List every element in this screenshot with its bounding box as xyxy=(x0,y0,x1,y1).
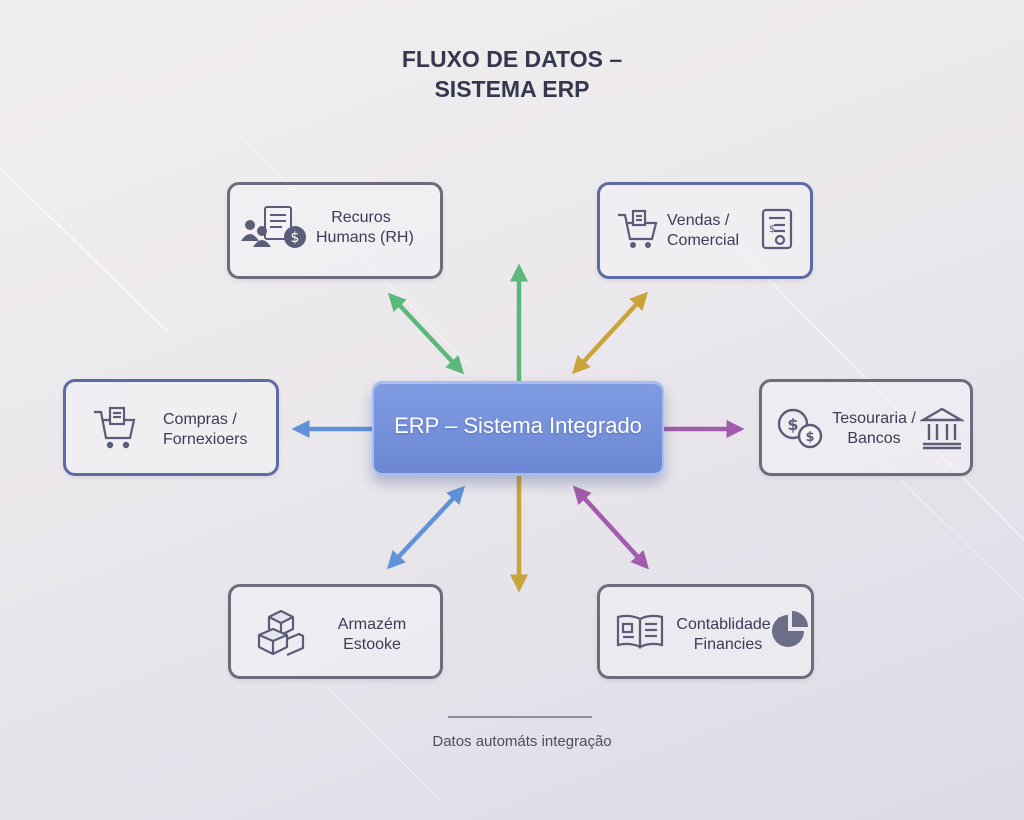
people-icon xyxy=(241,220,271,247)
label-line-2: Estooke xyxy=(343,636,401,653)
label-line-1: Armazém xyxy=(337,616,407,633)
node-contabilidade[interactable]: Contablidade / Financies xyxy=(597,584,814,679)
label-line-1: Vendas / xyxy=(667,212,730,229)
label-line-1: Recuros xyxy=(331,209,391,226)
node-tesouraria[interactable]: $ $ Tesouraria / Bancos xyxy=(759,379,973,476)
label-line-2: Bancos xyxy=(847,430,901,447)
title-line-2: SISTEMA ERP xyxy=(434,76,590,102)
hr-icon-group: $ xyxy=(241,206,306,248)
node-vendas-comercial[interactable]: Vendas / Comercial $ xyxy=(597,182,813,279)
ledger-book-icon xyxy=(616,614,664,649)
node-armazem[interactable]: Armazém Estooke xyxy=(228,584,443,679)
arrow-contabilidade xyxy=(572,485,650,570)
arrow-armazem xyxy=(386,485,466,570)
svg-text:$: $ xyxy=(787,415,798,434)
node-label: Tesouraria / Bancos xyxy=(826,409,922,449)
title-line-1: FLUXO DE DATOS – xyxy=(401,46,623,72)
node-label: Contablidade / Financies xyxy=(668,615,788,655)
erp-hub[interactable]: ERP – Sistema Integrado xyxy=(372,381,664,475)
certificate-icon: $ xyxy=(761,208,793,250)
node-compras[interactable]: Compras / Fornexioers xyxy=(63,379,279,476)
shopping-cart-icon xyxy=(94,406,136,449)
diagram-title: FLUXO DE DATOS – SISTEMA ERP xyxy=(312,44,712,104)
pie-chart-icon xyxy=(772,611,808,647)
boxes-icon xyxy=(257,609,305,657)
arrow-vendas xyxy=(571,291,649,375)
bank-icon xyxy=(920,407,964,450)
coins-icon: $ $ xyxy=(777,408,823,449)
arrow-rh xyxy=(387,292,465,375)
node-recursos-humanos[interactable]: $ Recuros Humans (RH) xyxy=(227,182,443,279)
label-line-2: Comercial xyxy=(667,232,740,249)
svg-text:$: $ xyxy=(769,224,775,235)
label-line-2: Fornexioers xyxy=(163,431,248,448)
footer-caption: Datos automáts integração xyxy=(432,733,612,750)
shopping-cart-icon xyxy=(618,209,658,248)
node-label: Compras / Fornexioers xyxy=(163,410,247,450)
label-line-2: Financies xyxy=(693,636,763,653)
label-line-2: Humans (RH) xyxy=(316,229,414,246)
dollar-coin-icon: $ xyxy=(284,226,306,248)
node-label: Armazém Estooke xyxy=(325,615,419,655)
node-label: Recuros Humans (RH) xyxy=(316,208,414,248)
svg-text:$: $ xyxy=(805,430,814,445)
label-line-1: Tesouraria / xyxy=(832,410,916,427)
hub-label: ERP – Sistema Integrado xyxy=(394,413,642,438)
svg-text:$: $ xyxy=(291,230,300,246)
label-line-1: Contablidade / xyxy=(676,616,780,633)
label-line-1: Compras / xyxy=(163,411,237,428)
node-label: Vendas / Comercial xyxy=(667,211,739,251)
footer-divider xyxy=(448,716,592,718)
